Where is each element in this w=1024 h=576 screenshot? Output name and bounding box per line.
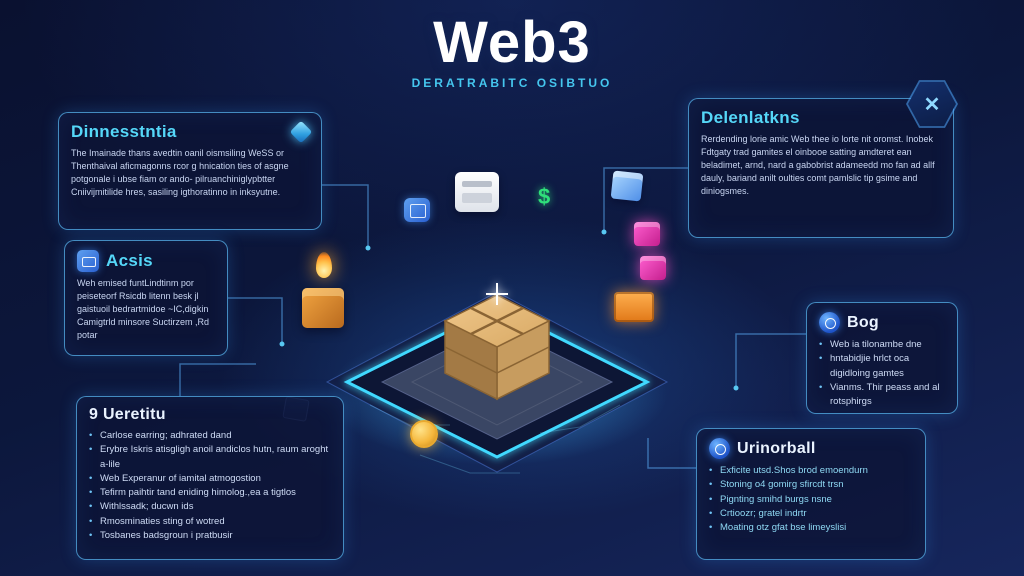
page-subtitle: DERATRABITC OSIBTUO [411, 76, 613, 90]
callout-heading: Dinnesstntia [71, 122, 177, 141]
platform-inner-line [410, 338, 584, 426]
bullet-item: hntabidjie hrlct oca digidloing gamtes [819, 352, 945, 381]
globe-icon [819, 312, 840, 333]
bullet-item: Crtioozr; gratel indrtr [709, 507, 913, 522]
bullet-item: Tosbanes badsgroun i pratbusir [89, 529, 331, 544]
bullet-item: Tefirm paihtir tand eniding himolog.,ea … [89, 486, 331, 501]
connector-node [601, 229, 607, 235]
bullet-item: Withlssadk; ducwn ids [89, 500, 331, 515]
callout-top-right: Delenlatkns Rerdending lorie amic Web th… [688, 98, 954, 238]
callout-heading: Delenlatkns [701, 108, 800, 127]
connector-node [733, 385, 739, 391]
connector-bottom-left [179, 363, 256, 396]
bullet-list: Web ia tilonambe dnehntabidjie hrlct oca… [819, 338, 945, 409]
gold-coin-icon [410, 420, 438, 448]
callout-bottom-right: Urinorball Exficite utsd.Shos brod emoen… [696, 428, 926, 560]
page-title: Web3 [433, 10, 591, 75]
callout-heading: Acsis [106, 251, 153, 270]
callout-top-left: Dinnesstntia The Imainade thans avedtin … [58, 112, 322, 230]
circuit-chip-icon [614, 292, 654, 322]
bullet-item: Vianms. Thir peass and al rotsphirgs [819, 381, 945, 410]
rocket-icon [709, 438, 730, 459]
document-cube-icon [455, 172, 499, 212]
circuit-traces [369, 404, 621, 474]
callout-heading: 9 Ueretitu [89, 406, 166, 423]
blue-cube-icon [610, 170, 644, 202]
callout-body: Rerdending lorie amic Web thee io lorte … [701, 134, 935, 197]
crate-icon [443, 294, 551, 401]
sparkle-icon [486, 283, 508, 305]
bullet-item: Moating otz gfat bse limeyslisi [709, 521, 913, 536]
gem-icon [289, 120, 313, 144]
hexagon-badge: ✕ [906, 80, 958, 128]
bullet-item: Exficite utsd.Shos brod emoendurn [709, 464, 913, 479]
flame-icon [316, 252, 332, 278]
callout-heading: Urinorball [737, 439, 816, 457]
callout-heading: Bog [847, 313, 880, 331]
pink-cube-icon [634, 222, 660, 246]
bullet-list: Exficite utsd.Shos brod emoendurnStoning… [709, 464, 913, 536]
callout-body: The Imainade thans avedtin oanil oismsil… [71, 148, 289, 198]
callout-bottom-left: 9 Ueretitu Carlose earring; adhrated dan… [76, 396, 344, 560]
pink-cube-icon [640, 256, 666, 280]
callout-body: Weh emised funtLindtinm por peiseteorf R… [77, 278, 210, 341]
connector-mid-right [735, 333, 806, 388]
title-block: Web3 DERATRABITC OSIBTUO [0, 10, 1024, 91]
bullet-item: Erybre Iskris atisgligh anoil andiclos h… [89, 443, 331, 472]
bullet-item: Web Experanur of iamital atmogostion [89, 472, 331, 487]
bullet-item: Carlose earring; adhrated dand [89, 429, 331, 444]
hexagon-x-icon: ✕ [908, 81, 956, 127]
bullet-item: Stoning o4 gomirg sfircdt trsn [709, 478, 913, 493]
bullet-item: Pignting smihd burgs nsne [709, 493, 913, 508]
app-window-icon [77, 250, 99, 272]
bullet-list: Carlose earring; adhrated dandErybre Isk… [89, 429, 331, 543]
bullet-item: Web ia tilonambe dne [819, 338, 945, 353]
dollar-icon: $ [538, 184, 551, 209]
torch-pedestal-icon [302, 288, 344, 328]
bullet-item: Rmosminaties sting of wotred [89, 515, 331, 530]
printer-icon [404, 198, 430, 222]
callout-mid-left: Acsis Weh emised funtLindtinm por peiset… [64, 240, 228, 356]
callout-mid-right: Bog Web ia tilonambe dnehntabidjie hrlct… [806, 302, 958, 414]
